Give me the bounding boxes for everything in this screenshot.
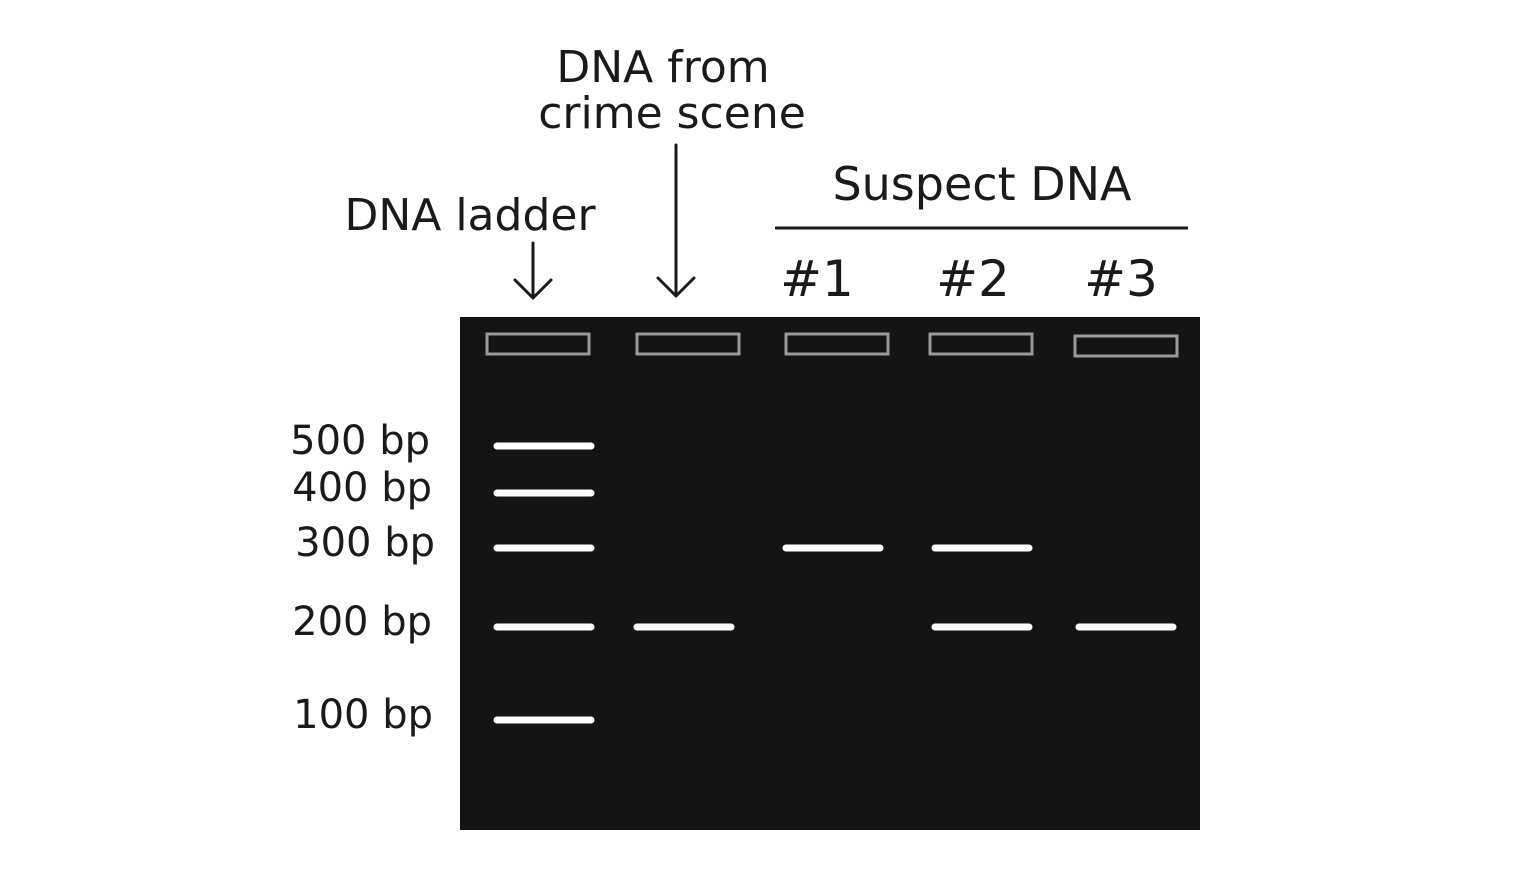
well-crime-scene	[635, 332, 741, 356]
suspect-2-label: #2	[936, 250, 1010, 308]
suspect-dna-label: Suspect DNA	[832, 157, 1132, 211]
ladder-arrow	[513, 241, 553, 300]
well-suspect-3	[1073, 334, 1179, 358]
size-label-200: 200 bp	[292, 599, 432, 645]
ladder-size-labels: 500 bp 400 bp 300 bp 200 bp 100 bp	[290, 418, 435, 738]
wells	[485, 332, 1179, 358]
well-suspect-2	[928, 332, 1034, 356]
crime-scene-arrow	[656, 143, 696, 298]
size-label-300: 300 bp	[295, 520, 435, 566]
crime-scene-label-line2: crime scene	[538, 88, 806, 139]
size-label-400: 400 bp	[292, 465, 432, 511]
gel	[460, 317, 1200, 830]
well-suspect-1	[784, 332, 890, 356]
size-label-100: 100 bp	[293, 692, 433, 738]
well-ladder	[485, 332, 591, 356]
crime-scene-label-line1: DNA from	[556, 42, 769, 93]
suspect-1-label: #1	[780, 250, 854, 308]
bands	[493, 442, 1177, 724]
dna-ladder-label: DNA ladder	[344, 190, 596, 241]
suspect-3-label: #3	[1084, 250, 1158, 308]
size-label-500: 500 bp	[290, 418, 430, 464]
